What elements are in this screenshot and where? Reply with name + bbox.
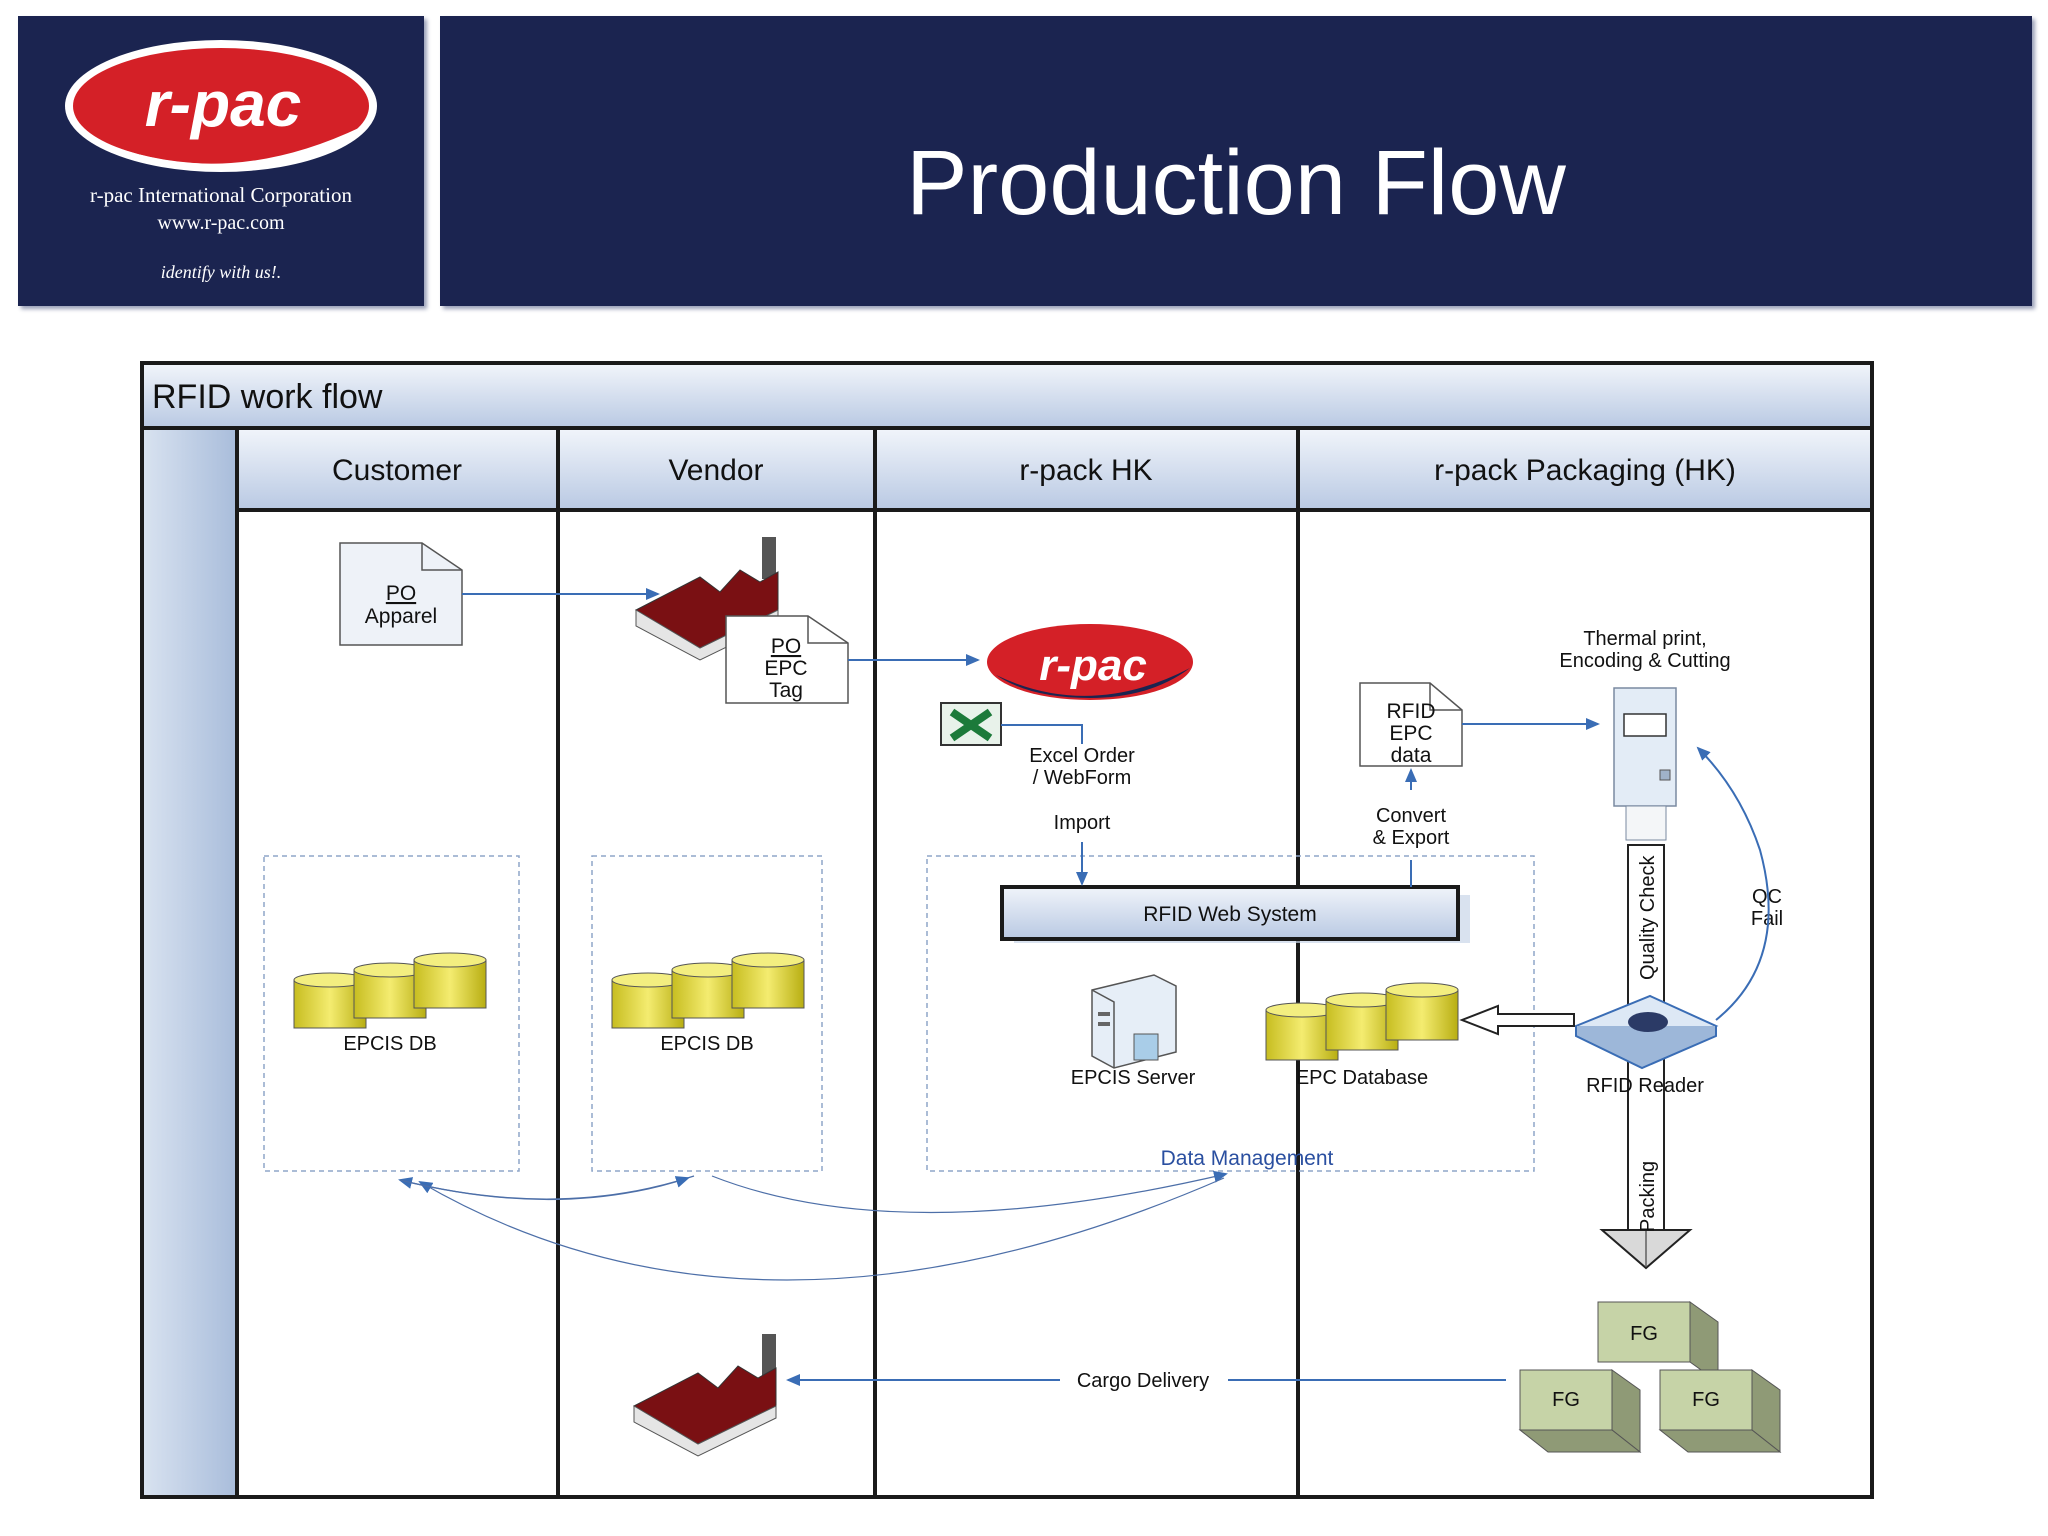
thermal-print-label-2: Encoding & Cutting bbox=[1559, 650, 1730, 672]
qc-fail-label-1: QC bbox=[1752, 886, 1782, 908]
lane-header-rpack-packaging bbox=[1300, 430, 1870, 510]
company-name: r-pac International Corporation bbox=[90, 183, 352, 207]
po-apparel-document: PO Apparel bbox=[339, 542, 463, 646]
vendor-db-box bbox=[591, 855, 823, 1172]
rfid-reader-label: RFID Reader bbox=[1586, 1075, 1704, 1097]
rfid-epc-data-line-1: RFID bbox=[1387, 700, 1436, 723]
customer-factory-icon bbox=[632, 1334, 777, 1457]
diagram-title: RFID work flow bbox=[152, 378, 383, 416]
po-epc-tag-line-2: EPC bbox=[764, 657, 807, 680]
slide-title: Production Flow bbox=[906, 132, 1566, 234]
po-apparel-line-1: PO bbox=[386, 582, 416, 605]
rfid-reader-icon bbox=[1573, 994, 1719, 1070]
quality-check-label: Quality Check bbox=[1637, 855, 1659, 980]
lane-label-rpack-packaging: r-pack Packaging (HK) bbox=[1434, 454, 1736, 487]
flow-connectors bbox=[462, 588, 1770, 1386]
excel-order-label-2: / WebForm bbox=[1033, 767, 1132, 789]
lane-header-customer bbox=[239, 430, 556, 510]
fg-left-label: FG bbox=[1552, 1389, 1580, 1411]
rfid-epc-data-line-2: EPC bbox=[1389, 722, 1432, 745]
packing-label: Packing bbox=[1637, 1161, 1659, 1232]
lane-label-customer: Customer bbox=[332, 454, 462, 487]
po-apparel-line-2: Apparel bbox=[365, 605, 437, 628]
server-icon bbox=[1091, 974, 1177, 1069]
company-tagline: identify with us!. bbox=[160, 262, 282, 282]
epc-database-label: EPC Database bbox=[1296, 1067, 1428, 1089]
excel-icon bbox=[940, 702, 1002, 746]
rpac-diagram-logo-text: r-pac bbox=[1039, 641, 1147, 690]
data-sync-curves bbox=[398, 1170, 1228, 1281]
side-strip bbox=[144, 430, 236, 1495]
rpac-logo-emblem: r-pac bbox=[65, 40, 377, 172]
thermal-printer-icon bbox=[1613, 687, 1677, 841]
lane-header-vendor bbox=[560, 430, 873, 510]
company-logo-panel: r-pac r-pac International Corporation ww… bbox=[18, 16, 424, 306]
epc-database-icon bbox=[1265, 982, 1459, 1061]
diagram-header bbox=[144, 365, 1870, 428]
reader-to-db-arrow bbox=[1459, 1004, 1575, 1036]
epcis-server-label: EPCIS Server bbox=[1071, 1067, 1196, 1089]
rfid-web-system-label: RFID Web System bbox=[1143, 903, 1316, 926]
customer-epcis-db-icon bbox=[293, 952, 487, 1029]
company-website: www.r-pac.com bbox=[157, 212, 285, 234]
logo-brand-text: r-pac bbox=[145, 68, 302, 140]
lane-label-vendor: Vendor bbox=[668, 454, 763, 487]
customer-db-box bbox=[263, 855, 520, 1172]
rfid-epc-data-line-3: data bbox=[1391, 744, 1432, 767]
fg-top-label: FG bbox=[1630, 1323, 1658, 1345]
rfid-web-system-box bbox=[1000, 885, 1460, 941]
customer-epcis-db-label: EPCIS DB bbox=[343, 1033, 436, 1055]
lane-header-rpack-hk bbox=[877, 430, 1296, 510]
rpac-diagram-logo: r-pac bbox=[987, 624, 1193, 700]
thermal-print-label-1: Thermal print, bbox=[1583, 628, 1706, 650]
po-epc-tag-line-1: PO bbox=[771, 635, 801, 658]
data-management-label: Data Management bbox=[1161, 1147, 1334, 1170]
data-management-box bbox=[926, 855, 1535, 1172]
po-epc-tag-document: PO EPC Tag bbox=[725, 615, 849, 704]
convert-export-label-2: & Export bbox=[1373, 827, 1450, 849]
import-label: Import bbox=[1054, 812, 1111, 834]
cargo-delivery-label: Cargo Delivery bbox=[1077, 1370, 1209, 1392]
rfid-epc-data-document: RFID EPC data bbox=[1359, 682, 1463, 767]
convert-export-label-1: Convert bbox=[1376, 805, 1446, 827]
lane-label-rpack-hk: r-pack HK bbox=[1019, 454, 1152, 487]
vendor-epcis-db-icon bbox=[611, 952, 805, 1029]
po-epc-tag-line-3: Tag bbox=[769, 679, 803, 702]
vendor-epcis-db-label: EPCIS DB bbox=[660, 1033, 753, 1055]
fg-right-label: FG bbox=[1692, 1389, 1720, 1411]
qc-fail-label-2: Fail bbox=[1751, 908, 1783, 930]
title-banner: Production Flow bbox=[440, 16, 2032, 306]
excel-order-label-1: Excel Order bbox=[1029, 745, 1135, 767]
finished-goods-boxes bbox=[1518, 1301, 1782, 1454]
